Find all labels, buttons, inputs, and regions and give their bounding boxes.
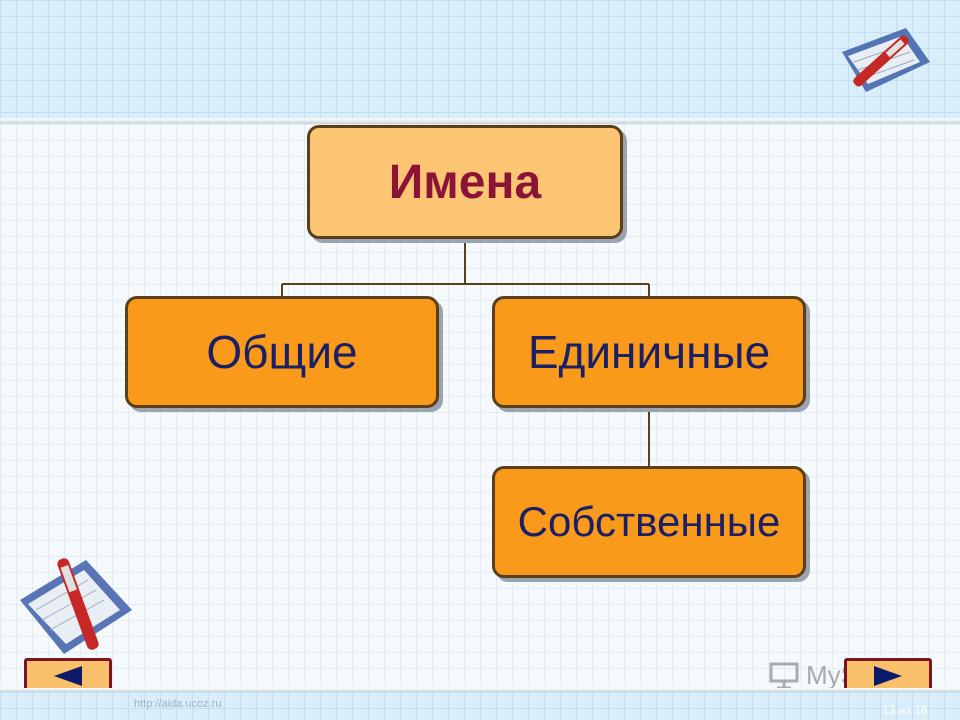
presentation-icon (769, 662, 799, 689)
left-arrow-icon (54, 666, 82, 686)
child-node-common-label: Общие (206, 326, 358, 378)
footer-divider (0, 688, 960, 692)
grandchild-node-proper-label: Собственные (517, 498, 781, 545)
child-node-single-label: Единичные (527, 326, 771, 378)
pen-icon (20, 558, 132, 654)
root-node: Имена (307, 125, 623, 239)
pen-icon (842, 28, 930, 92)
page-counter: 13 из 16 (882, 703, 928, 717)
footer-band (0, 692, 960, 720)
grandchild-node-proper: Собственные (492, 466, 806, 578)
child-node-single: Единичные (492, 296, 806, 408)
footer-url: http://aida.ucoz.ru (134, 698, 222, 710)
right-arrow-icon (874, 666, 902, 686)
root-node-label: Имена (388, 155, 542, 209)
child-node-common: Общие (125, 296, 439, 408)
header-divider (0, 118, 960, 124)
header-band (0, 0, 960, 118)
